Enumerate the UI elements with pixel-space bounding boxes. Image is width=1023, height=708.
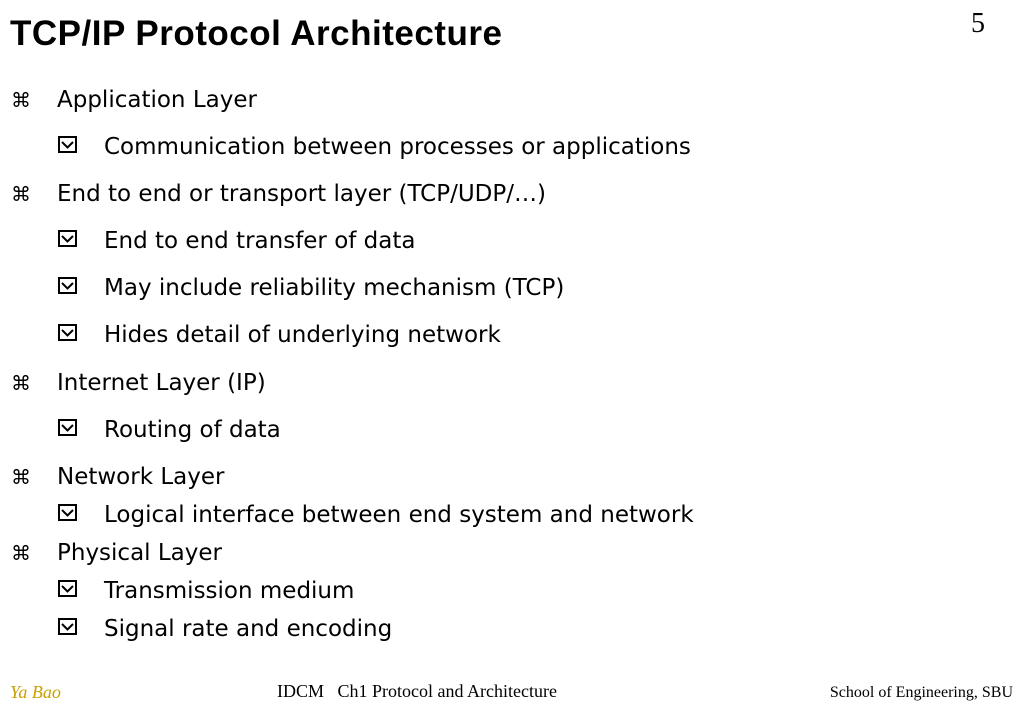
bullet-text: Communication between processes or appli…	[104, 134, 691, 160]
checkbox-bullet-icon	[58, 136, 77, 153]
checkbox-bullet-icon	[58, 419, 77, 436]
bullet-text: Application Layer	[57, 87, 257, 113]
bullet-text: Signal rate and encoding	[104, 616, 393, 642]
bullet-text: May include reliability mechanism (TCP)	[104, 275, 565, 301]
bullet-text: Logical interface between end system and…	[104, 502, 694, 528]
bullet-text: Internet Layer (IP)	[57, 370, 266, 396]
bullet-text: Network Layer	[57, 464, 225, 490]
checkbox-bullet-icon	[58, 618, 77, 635]
bullet-text: End to end transfer of data	[104, 228, 416, 254]
checkbox-bullet-icon	[58, 324, 77, 341]
command-key-bullet-icon: ⌘	[11, 182, 31, 206]
command-key-bullet-icon: ⌘	[11, 465, 31, 489]
slide-number: 5	[971, 8, 985, 39]
bullet-text: Hides detail of underlying network	[104, 322, 501, 348]
checkbox-bullet-icon	[58, 230, 77, 247]
footer-course: IDCM Ch1 Protocol and Architecture	[277, 681, 557, 701]
footer-school: School of Engineering, SBU	[829, 684, 1013, 701]
bullet-text: Physical Layer	[57, 540, 222, 566]
slide-title: TCP/IP Protocol Architecture	[10, 14, 503, 53]
command-key-bullet-icon: ⌘	[11, 88, 31, 112]
command-key-bullet-icon: ⌘	[11, 541, 31, 565]
checkbox-bullet-icon	[58, 277, 77, 294]
checkbox-bullet-icon	[58, 580, 77, 597]
command-key-bullet-icon: ⌘	[11, 371, 31, 395]
footer-author: Ya Bao	[10, 682, 61, 702]
checkbox-bullet-icon	[58, 504, 77, 521]
bullet-text: Transmission medium	[104, 578, 355, 604]
bullet-text: Routing of data	[104, 417, 281, 443]
bullet-text: End to end or transport layer (TCP/UDP/……	[57, 181, 546, 207]
